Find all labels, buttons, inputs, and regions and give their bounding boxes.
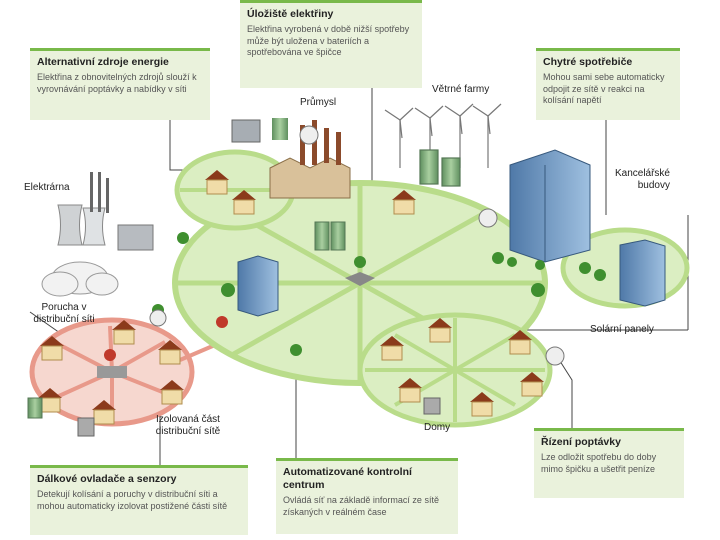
storage-title: Úložiště elektřiny (247, 8, 334, 20)
label-offices: Kancelářské budovy (614, 168, 670, 191)
demand-box: Řízení poptávky Lze odložit spotřebu do … (534, 428, 684, 498)
smart-appliances-box: Chytré spotřebiče Mohou sami sebe automa… (536, 48, 680, 120)
control-center-box: Automatizované kontrolní centrum Ovládá … (276, 458, 458, 534)
label-industry: Průmysl (300, 97, 337, 108)
demand-title: Řízení poptávky (541, 436, 621, 448)
label-isolated: Izolovaná část distribuční sítě (155, 414, 221, 437)
trees (152, 232, 606, 356)
storage-text: Elektřina vyrobená v době nižší spotřeby… (247, 24, 410, 57)
renewables-box: Alternativní zdroje energie Elektřina z … (30, 48, 210, 120)
label-wind-farms: Větrné farmy (432, 84, 490, 95)
smart-appliances-text: Mohou sami sebe automaticky odpojit ze s… (543, 72, 665, 105)
control-center-text: Ovládá síť na základě informací ze sítě … (283, 495, 439, 517)
wind-turbines (384, 103, 502, 187)
storm-cloud (41, 261, 119, 297)
remote-sensors-box: Dálkové ovladače a senzory Detekují kolí… (30, 465, 248, 535)
label-solar: Solární panely (590, 324, 654, 335)
fault-region (29, 317, 216, 427)
label-power-plant: Elektrárna (24, 182, 70, 193)
storage-box: Úložiště elektřiny Elektřina vyrobená v … (240, 0, 422, 88)
houses (38, 170, 544, 425)
battery-tanks (27, 397, 441, 437)
demand-text: Lze odložit spotřebu do doby mimo špičku… (541, 452, 657, 474)
remote-sensors-title: Dálkové ovladače a senzory (37, 473, 177, 485)
label-fault: Porucha v distribuční síti (33, 302, 95, 325)
label-houses: Domy (424, 422, 451, 433)
power-plant (57, 172, 154, 251)
office-buildings (237, 149, 666, 317)
control-center-title: Automatizované kontrolní centrum (283, 466, 412, 491)
smart-appliances-title: Chytré spotřebiče (543, 56, 633, 68)
renewables-title: Alternativní zdroje energie (37, 56, 169, 68)
renewables-text: Elektřina z obnovitelných zdrojů slouží … (37, 72, 197, 94)
remote-sensors-text: Detekují kolísání a poruchy v distribučn… (37, 489, 228, 511)
sensors (104, 125, 565, 366)
